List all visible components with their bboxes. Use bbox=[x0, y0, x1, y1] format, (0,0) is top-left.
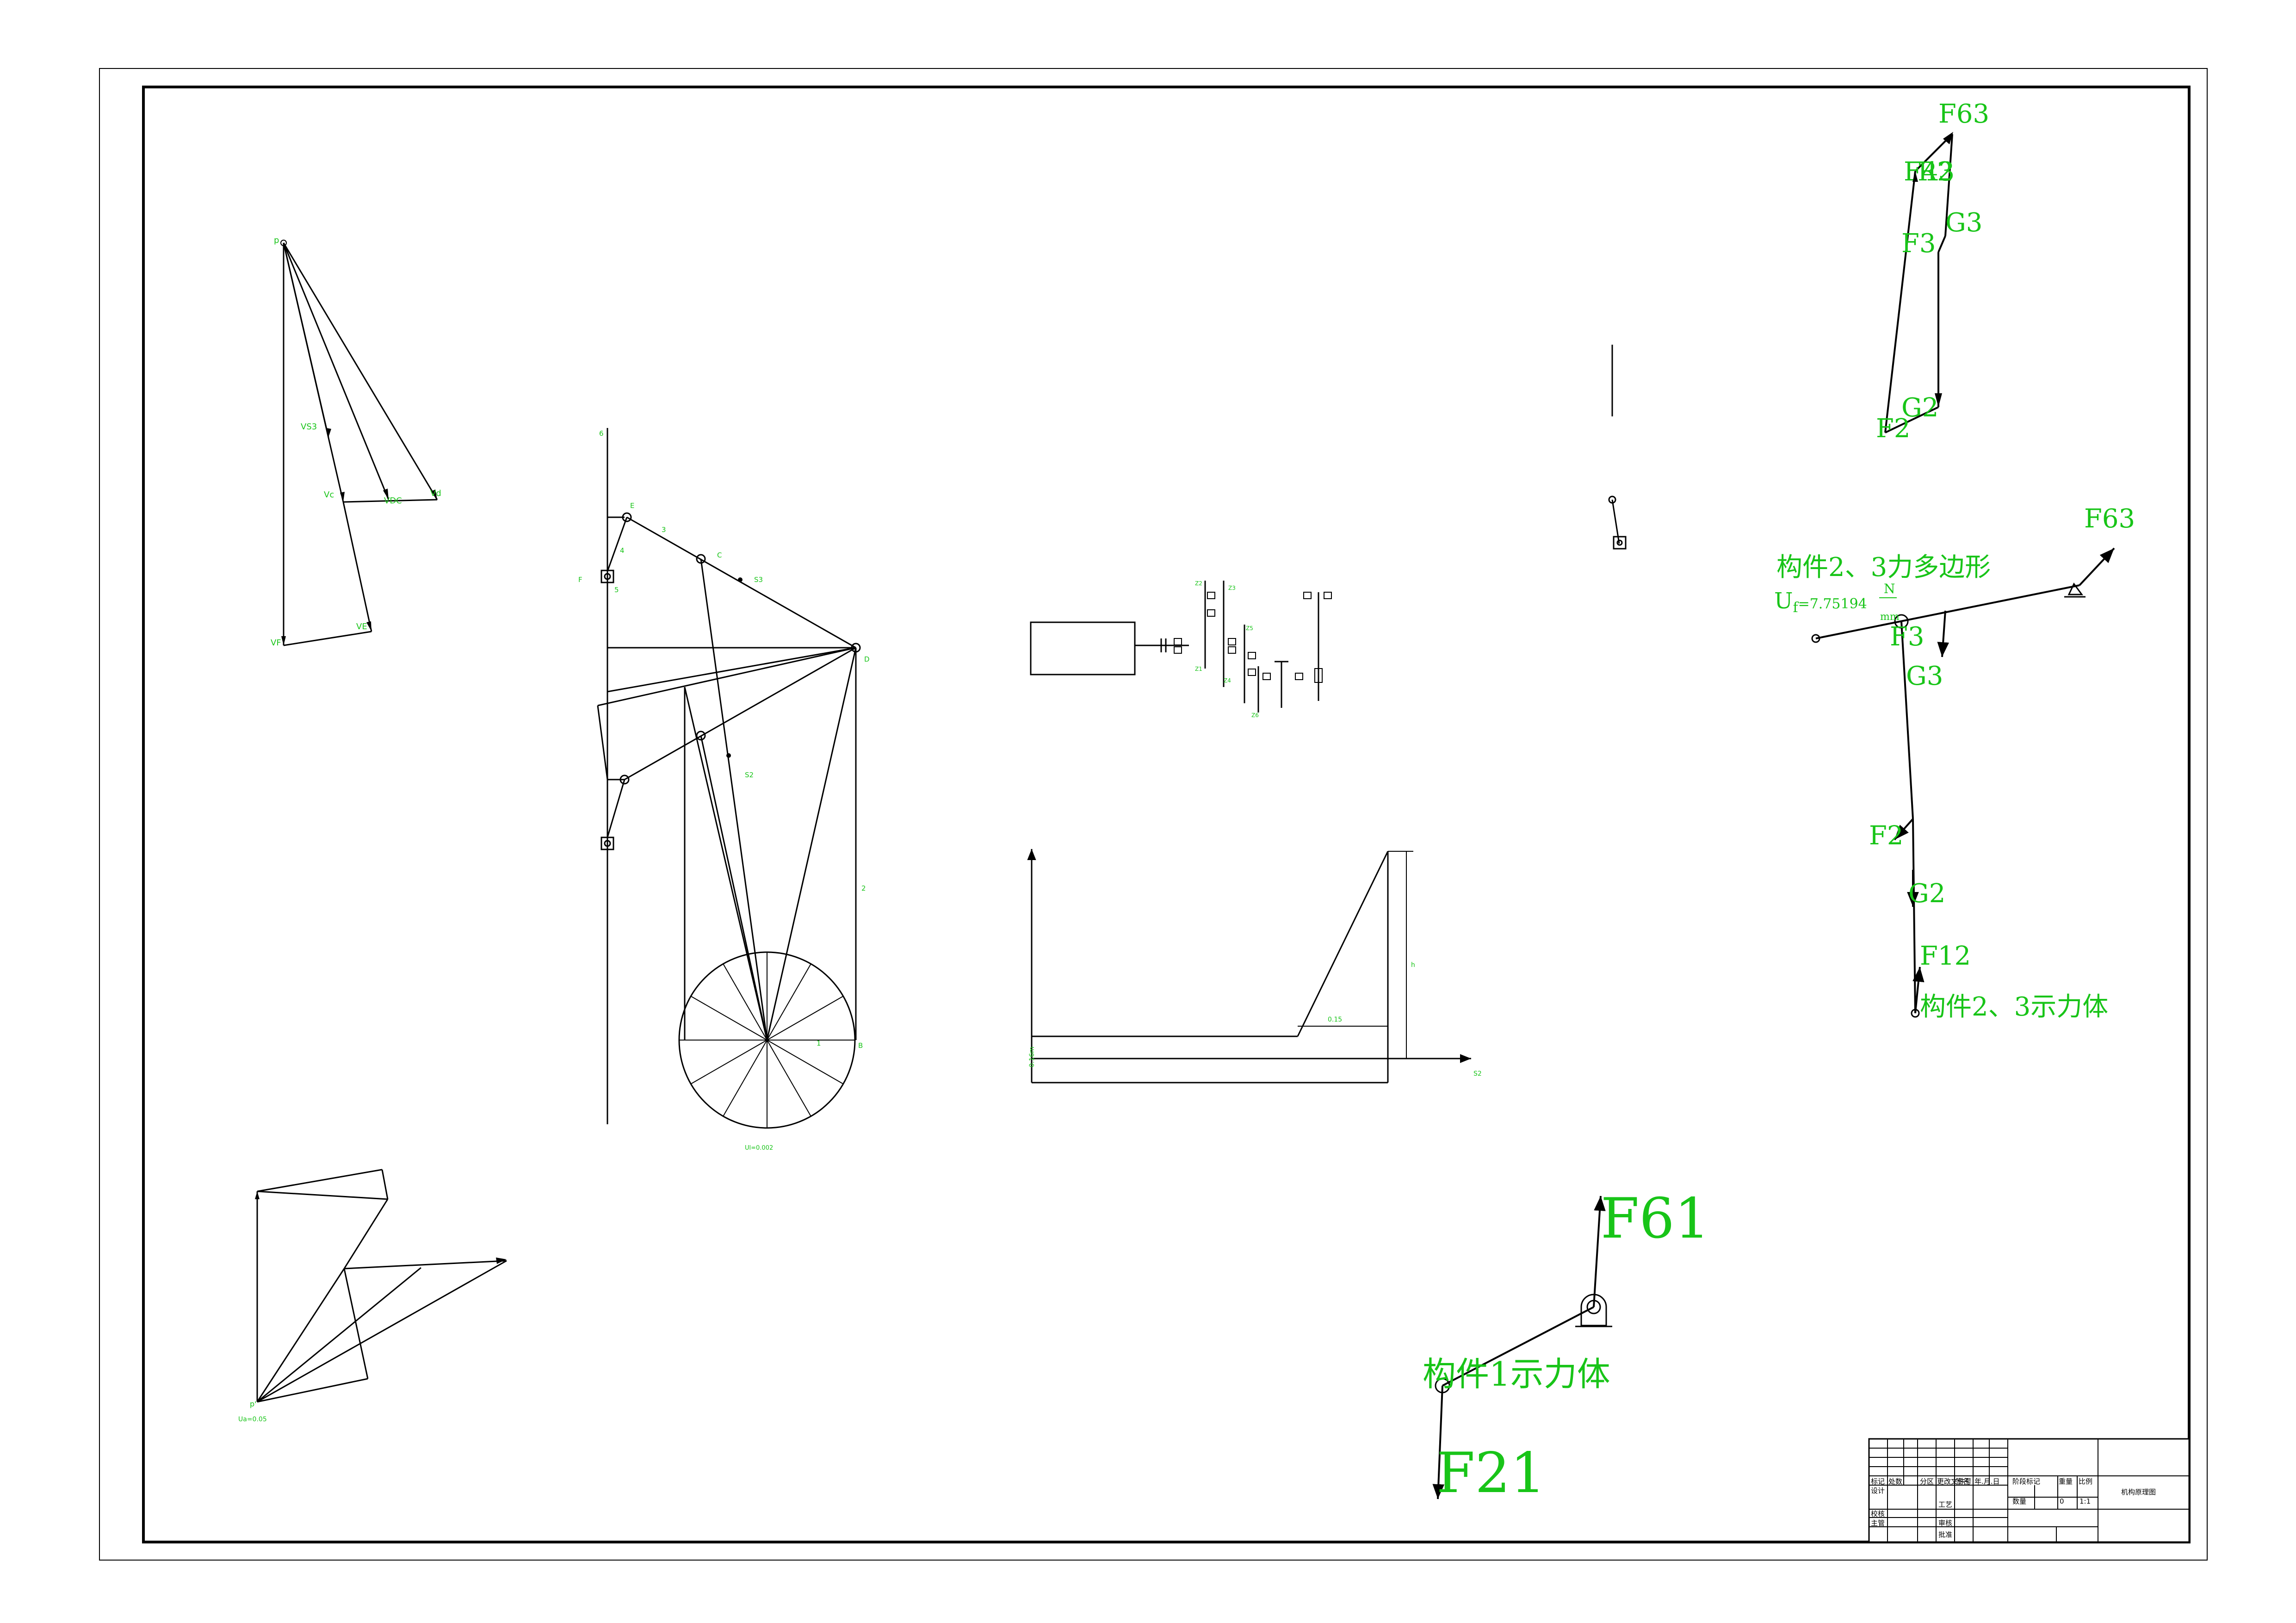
gear-label-z1: Z1 bbox=[1195, 666, 1202, 672]
vp-label-vs3: VS3 bbox=[301, 422, 317, 432]
tb-row-manager: 主管 bbox=[1871, 1519, 1885, 1527]
tb-qty-label: 数量 bbox=[2012, 1497, 2026, 1505]
g2-label-top: G2 bbox=[1901, 393, 1938, 423]
mech-label-5: 5 bbox=[614, 586, 619, 594]
tb-qty-value: 0 bbox=[2060, 1497, 2064, 1505]
mech-label-scale: Ul=0.002 bbox=[745, 1145, 773, 1152]
mech-label-b: B bbox=[858, 1041, 863, 1050]
inner-border bbox=[142, 86, 2191, 1543]
ap-label-p: p' bbox=[250, 1400, 257, 1408]
mech-label-s2: S2 bbox=[745, 771, 754, 779]
f63-label-mid: F63 bbox=[2084, 504, 2135, 534]
tb-right-review: 审核 bbox=[1938, 1519, 1952, 1527]
gear-train: Z1 Z2 Z3 Z4 Z5 Z6 bbox=[1030, 580, 1332, 719]
tb-stage-label: 阶段标记 bbox=[2012, 1477, 2040, 1486]
caption-link-1: 构件1示力体 bbox=[1423, 1355, 1610, 1394]
r2-label-top: R2 bbox=[1918, 157, 1954, 187]
tb-row-design: 设计 bbox=[1871, 1487, 1885, 1495]
f21-label: F21 bbox=[1436, 1441, 1546, 1505]
unit-num-mid: N bbox=[1884, 581, 1895, 596]
title-label-mid: 构件2、3力多边形 bbox=[1776, 552, 1991, 582]
tb-header-2: 分区 bbox=[1920, 1477, 1934, 1486]
tb-weight-label: 重量 bbox=[2059, 1477, 2073, 1486]
small-sketch bbox=[1608, 345, 1627, 550]
linkage-mechanism: E C D B F S3 S2 1 2 3 4 5 6 Ul=0.002 bbox=[578, 428, 870, 1152]
cam-label-dim-top: 0.15 bbox=[1328, 1016, 1342, 1023]
title-block: 标记 处数 分区 更改文件号 签名 年.月.日 设计 校核 主管 工艺 审核 批… bbox=[1868, 1438, 2190, 1543]
force-polygon-top: F63 F43 R2 G3 F3 G2 F2 bbox=[1876, 99, 1989, 444]
outer-border bbox=[99, 68, 2208, 1561]
tb-drawing-name: 机构原理图 bbox=[2121, 1488, 2156, 1496]
mech-label-s3: S3 bbox=[754, 576, 763, 584]
gear-label-z4: Z4 bbox=[1224, 677, 1231, 684]
tb-right-craft: 工艺 bbox=[1938, 1500, 1952, 1509]
mech-label-c: C bbox=[717, 551, 722, 559]
cam-label-dim-right: h bbox=[1411, 961, 1415, 969]
gear-label-z5: Z5 bbox=[1246, 625, 1253, 632]
mech-label-f: F bbox=[578, 576, 582, 584]
cam-label-s2: S2 bbox=[1473, 1070, 1482, 1078]
tb-header-0: 标记 bbox=[1871, 1477, 1885, 1486]
unit-den-mid: mm bbox=[1880, 611, 1900, 623]
mech-label-2: 2 bbox=[861, 884, 866, 892]
f63-label-top: F63 bbox=[1938, 99, 1989, 129]
f2-label-mid: F2 bbox=[1869, 821, 1903, 851]
acceleration-polygon: p' Ua=0.05 bbox=[238, 1169, 507, 1423]
scale-label-mid: Uf=7.75194 bbox=[1774, 588, 1867, 616]
tb-scale-label: 比例 bbox=[2079, 1477, 2092, 1486]
caption-mid: 构件2、3示力体 bbox=[1920, 992, 2108, 1022]
tb-header-3: 更改文件号 bbox=[1937, 1477, 1972, 1486]
gear-label-z6: Z6 bbox=[1251, 712, 1259, 719]
free-body-links-2-3: F63 构件2、3力多边形 Uf=7.75194 N mm F3 G3 F2 G… bbox=[1774, 504, 2135, 1022]
tb-header-5: 年.月.日 bbox=[1974, 1477, 2000, 1486]
mech-label-e: E bbox=[630, 502, 634, 510]
vp-label-vdc: VDC bbox=[384, 496, 402, 506]
cam-label-dim-left: 0.16m bbox=[1028, 1047, 1036, 1067]
tb-scale-value: 1:1 bbox=[2079, 1497, 2091, 1505]
vp-label-p: p bbox=[274, 235, 279, 245]
f61-label: F61 bbox=[1601, 1187, 1710, 1251]
f3-label-mid: F3 bbox=[1890, 622, 1924, 652]
tb-header-4: 签名 bbox=[1956, 1477, 1969, 1486]
gear-label-z3: Z3 bbox=[1228, 585, 1236, 591]
mech-label-3: 3 bbox=[662, 526, 666, 534]
mech-label-4: 4 bbox=[620, 546, 625, 555]
vp-label-vf: VF bbox=[271, 638, 281, 648]
ap-label-scale: Ua=0.05 bbox=[238, 1416, 267, 1423]
f43-label-top: F43 bbox=[1904, 157, 1955, 187]
vp-label-ve: VE bbox=[356, 622, 367, 632]
mech-label-1: 1 bbox=[817, 1039, 821, 1047]
tb-header-1: 处数 bbox=[1888, 1477, 1902, 1486]
cam-diagram: S2 0.15 h 0.16m bbox=[1027, 849, 1482, 1084]
vp-label-vc: Vc bbox=[324, 490, 334, 500]
f12-label-mid: F12 bbox=[1920, 941, 1971, 971]
free-body-link-1: F61 F21 构件1示力体 bbox=[1423, 1187, 1710, 1505]
g2-label-mid: G2 bbox=[1908, 879, 1945, 909]
velocity-polygon: p VS3 Vc VDC Vd VE VF bbox=[271, 235, 441, 648]
mech-label-d: D bbox=[864, 655, 870, 663]
g3-label-mid: G3 bbox=[1906, 661, 1943, 691]
tb-row-check: 校核 bbox=[1871, 1510, 1885, 1518]
vp-label-vd: Vd bbox=[430, 489, 441, 498]
mech-label-6: 6 bbox=[599, 429, 604, 438]
tb-right-approve: 批准 bbox=[1938, 1530, 1952, 1539]
f3-label-top: F3 bbox=[1901, 229, 1936, 259]
gear-label-z2: Z2 bbox=[1195, 580, 1202, 587]
g3-label-top: G3 bbox=[1945, 208, 1982, 238]
f2-label-top: F2 bbox=[1876, 414, 1910, 444]
